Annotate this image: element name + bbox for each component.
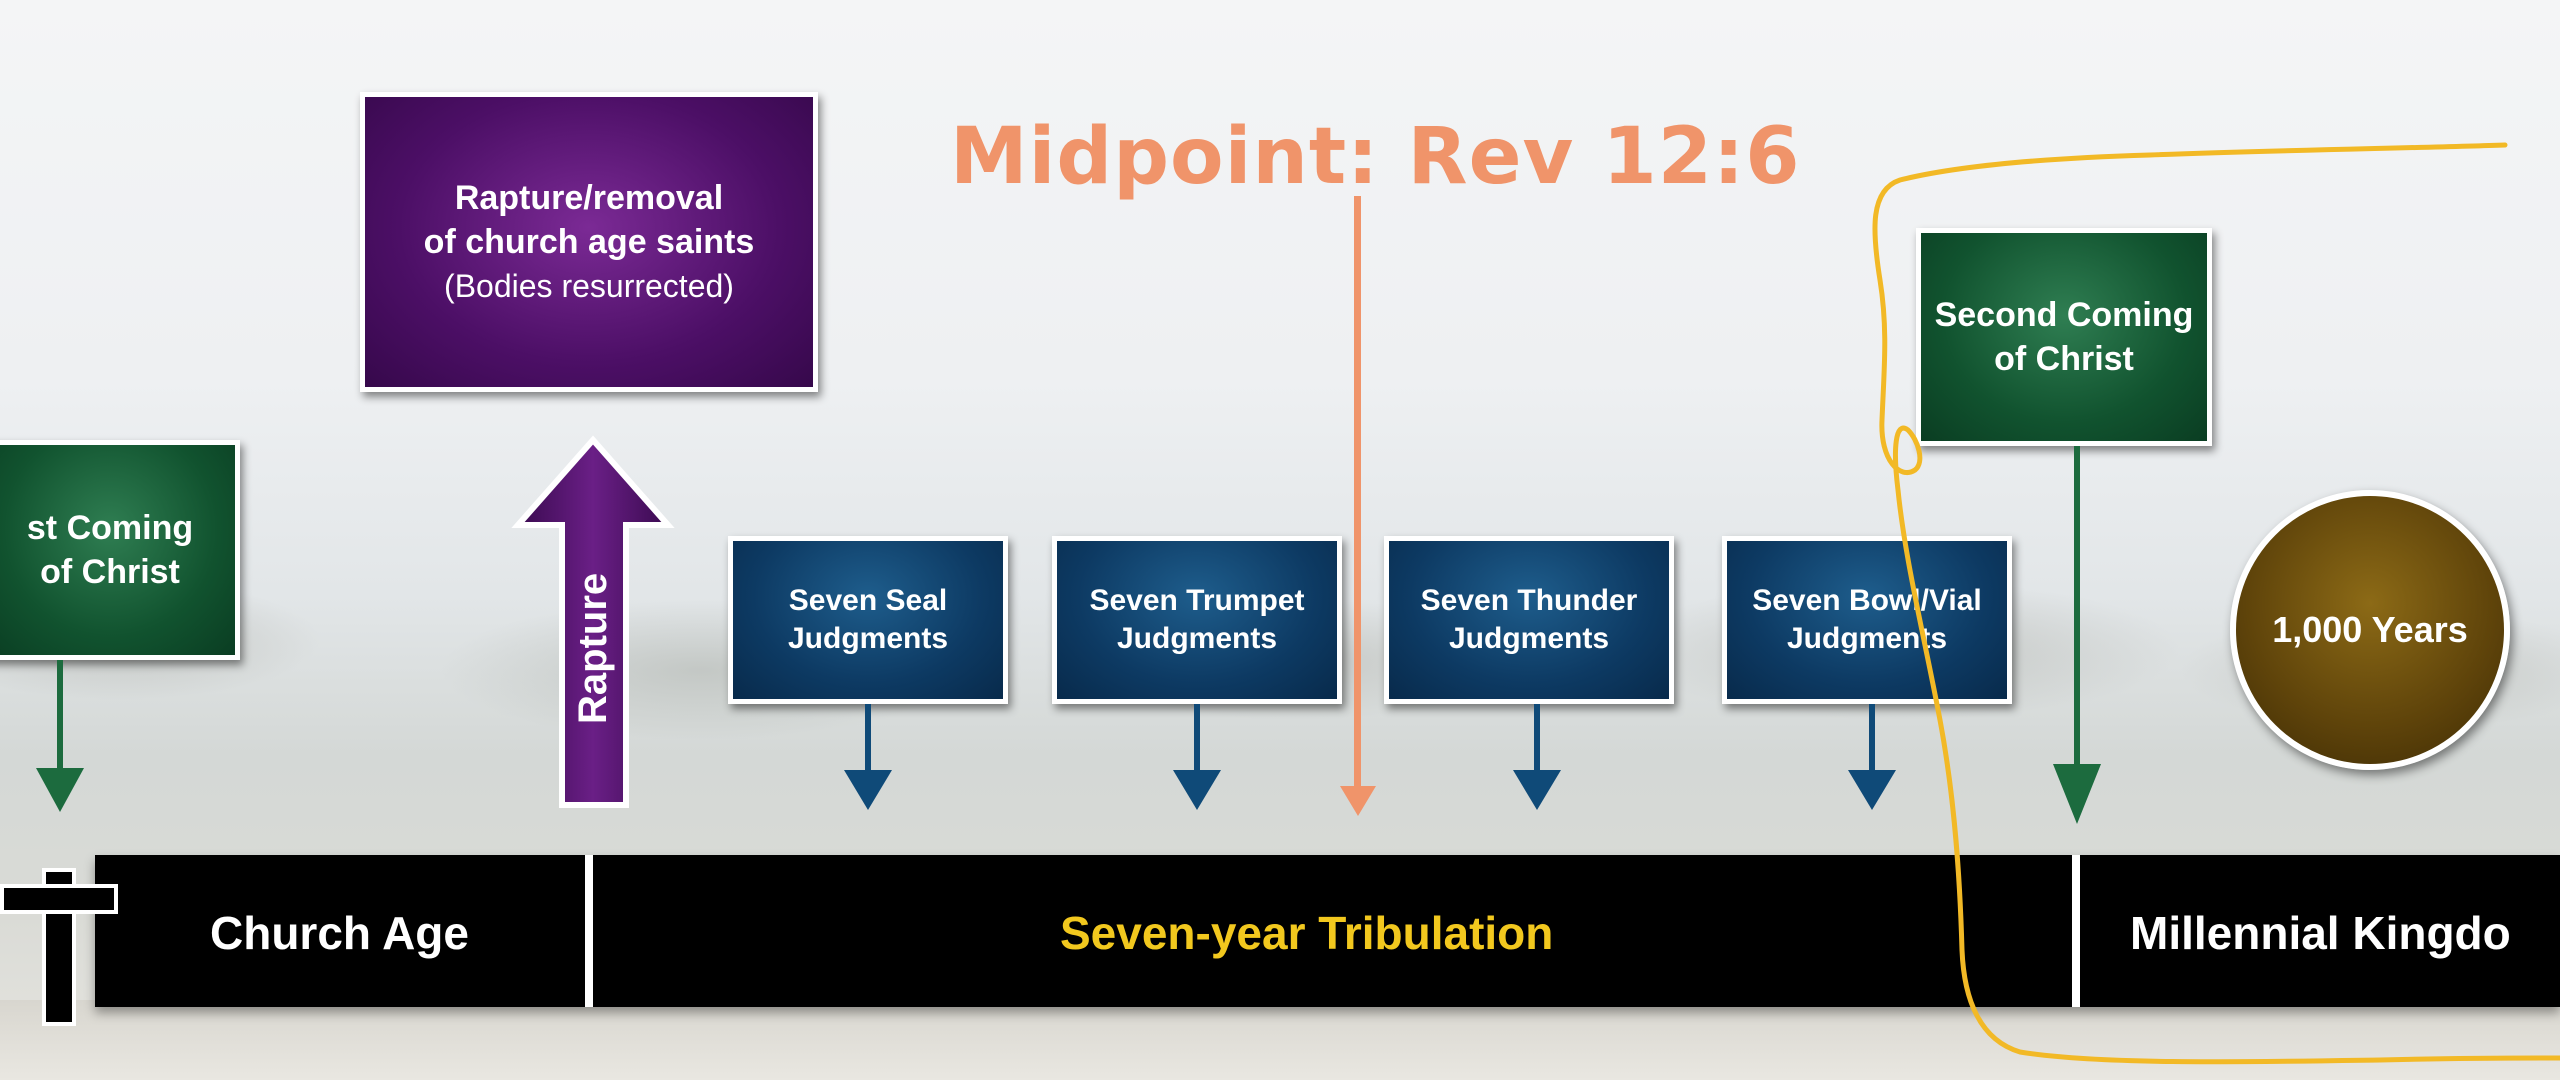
bowl-connector	[1869, 704, 1875, 774]
judgment-box-seal: Seven Seal Judgments	[728, 536, 1008, 704]
judgment-bowl-line1: Seven Bowl/Vial	[1752, 584, 1982, 617]
first-coming-line2: of Christ	[40, 553, 180, 591]
seal-arrow-icon	[844, 770, 892, 810]
judgment-box-trumpet: Seven Trumpet Judgments	[1052, 536, 1342, 704]
second-coming-arrow-icon	[2053, 764, 2101, 824]
judgment-box-bowl: Seven Bowl/Vial Judgments	[1722, 536, 2012, 704]
judgment-trumpet-line2: Judgments	[1116, 622, 1278, 655]
church-age-label: Church Age	[210, 907, 469, 959]
second-coming-line2: of Christ	[1994, 340, 2134, 378]
judgment-trumpet-line1: Seven Trumpet	[1089, 584, 1305, 617]
bowl-arrow-icon	[1848, 770, 1896, 810]
second-coming-connector	[2074, 446, 2080, 776]
trumpet-connector	[1194, 704, 1200, 774]
judgment-seal-line2: Judgments	[787, 622, 949, 655]
ground-backdrop	[0, 1000, 2560, 1080]
second-coming-box: Second Coming of Christ	[1916, 228, 2212, 446]
timeline-divider-2	[2072, 855, 2080, 1007]
thunder-connector	[1534, 704, 1540, 774]
millennial-kingdom-label: Millennial Kingdo	[2130, 907, 2511, 959]
millennium-circle: 1,000 Years	[2230, 490, 2510, 770]
millennium-circle-label: 1,000 Years	[2272, 609, 2468, 650]
judgment-thunder-line1: Seven Thunder	[1420, 584, 1638, 617]
rapture-box: Rapture/removal of church age saints (Bo…	[360, 92, 818, 392]
first-coming-connector	[57, 660, 63, 780]
midpoint-arrow-icon	[1340, 786, 1376, 816]
midpoint-line	[1354, 196, 1361, 806]
judgment-thunder-line2: Judgments	[1448, 622, 1610, 655]
thunder-arrow-icon	[1513, 770, 1561, 810]
first-coming-box: st Coming of Christ	[0, 440, 240, 660]
rapture-box-line1: Rapture/removal	[454, 179, 724, 217]
seal-connector	[865, 704, 871, 774]
rapture-box-line2: of church age saints	[423, 223, 755, 261]
cross-beam	[0, 884, 118, 914]
midpoint-annotation: Midpoint: Rev 12:6	[950, 112, 1801, 202]
first-coming-arrow-icon	[36, 768, 84, 812]
trumpet-arrow-icon	[1173, 770, 1221, 810]
timeline-divider-1	[585, 855, 593, 1007]
rapture-box-line3: (Bodies resurrected)	[444, 268, 734, 304]
judgment-box-thunder: Seven Thunder Judgments	[1384, 536, 1674, 704]
second-coming-line1: Second Coming	[1934, 296, 2194, 334]
judgment-seal-line1: Seven Seal	[788, 584, 948, 617]
tribulation-label: Seven-year Tribulation	[1060, 907, 1554, 959]
timeline-bar	[95, 855, 2560, 1007]
first-coming-line1: st Coming	[26, 509, 194, 547]
